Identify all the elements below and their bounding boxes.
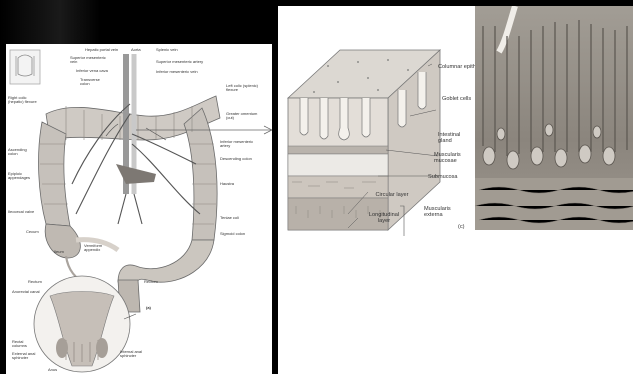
large-intestine-figure: Hepatic portal vein Aorta Splenic vein S…	[6, 44, 272, 374]
muscularis-mucosae-label: Muscularis mucosae	[434, 152, 474, 164]
tissue-block-illustration	[278, 6, 478, 236]
internal-anal-sphincter-label: Internal anal sphincter	[120, 350, 146, 359]
large-intestine-illustration	[6, 44, 272, 374]
inferior-vena-cava-label: Inferior vena cava	[76, 69, 108, 73]
external-anal-sphincter-label: External anal sphincter	[12, 352, 38, 361]
inferior-mesenteric-artery-label: Inferior mesenteric artery	[220, 140, 262, 149]
splenic-vein-label: Splenic vein	[156, 48, 178, 52]
vermiform-appendix-label: Vermiform appendix	[84, 244, 116, 253]
right-colic-flexure-label: Right colic (hepatic) flexure	[8, 96, 42, 105]
sigmoid-colon-label: Sigmoid colon	[220, 232, 245, 236]
colon-micrograph	[475, 6, 633, 230]
rectum-label-left: Rectum	[28, 280, 42, 284]
rectal-columns-label: Rectal columns	[12, 340, 36, 349]
muscularis-externa-label: Muscularis externa	[424, 206, 460, 218]
superior-mesenteric-vein-label: Superior mesenteric vein	[70, 56, 110, 65]
epiploic-appendages-label: Epiploic appendages	[8, 172, 40, 181]
greater-omentum-label: Greater omentum (cut)	[226, 112, 266, 121]
inferior-mesenteric-vein-label: Inferior mesenteric vein	[156, 70, 198, 74]
colon-wall-figure: Columnar epithelium Goblet cells Intesti…	[278, 6, 633, 374]
hepatic-portal-vein-label: Hepatic portal vein	[85, 48, 118, 52]
ileum-label: Ileum	[54, 250, 64, 254]
descending-colon-label: Descending colon	[220, 157, 252, 161]
goblet-cells-label: Goblet cells	[442, 96, 472, 102]
panel-c-label: (c)	[458, 224, 465, 230]
cecum-label: Cecum	[26, 230, 39, 234]
haustra-label: Haustra	[220, 182, 234, 186]
rectum-label-right: Rectum	[144, 280, 158, 284]
ileocecal-valve-label: Ileocecal valve	[8, 210, 34, 214]
longitudinal-layer-label: Longitudinal layer	[364, 212, 404, 224]
transverse-colon-label: Transverse colon	[80, 78, 110, 87]
body-inset-icon	[10, 50, 40, 84]
aorta-label: Aorta	[131, 48, 141, 52]
circular-layer-label: Circular layer	[374, 192, 410, 198]
teniae-coli-label: Teniae coli	[220, 216, 239, 220]
intestinal-gland-label: Intestinal gland	[438, 132, 472, 144]
submucosa-label: Submucosa	[428, 174, 458, 180]
superior-mesenteric-artery-label: Superior mesenteric artery	[156, 60, 203, 64]
left-colic-flexure-label: Left colic (splenic) flexure	[226, 84, 266, 93]
anorectal-canal-label: Anorectal canal	[12, 290, 40, 294]
panel-a-label: (a)	[146, 306, 151, 310]
anus-label: Anus	[48, 368, 57, 372]
ascending-colon-label: Ascending colon	[8, 148, 36, 157]
corner-shade	[0, 0, 100, 44]
